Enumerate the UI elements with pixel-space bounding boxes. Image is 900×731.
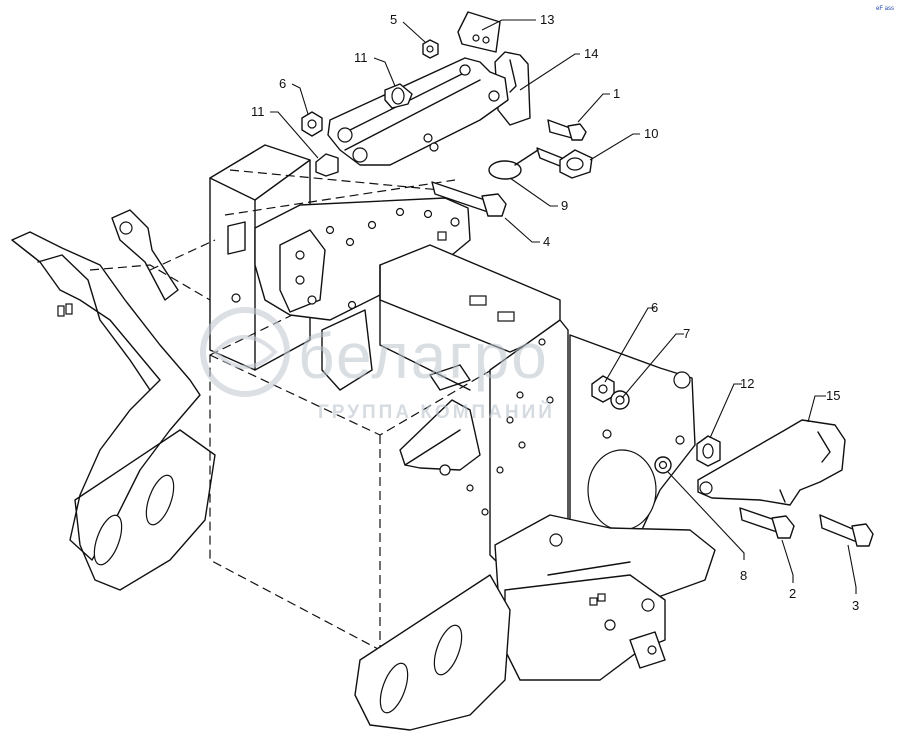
- callout-13: 13: [540, 12, 554, 27]
- callout-1: 1: [613, 86, 620, 101]
- callout-2: 2: [789, 586, 796, 601]
- watermark-brand: белагро: [298, 320, 549, 392]
- callout-10: 10: [644, 126, 658, 141]
- corner-mark: eF ass: [876, 6, 894, 12]
- watermark: белагро ГРУППА КОМПАНИЙ: [200, 307, 555, 423]
- callout-4: 4: [543, 234, 550, 249]
- callout-5: 5: [390, 12, 397, 27]
- part-14-hook: [494, 51, 531, 126]
- callout-14: 14: [584, 46, 598, 61]
- callout-9: 9: [561, 198, 568, 213]
- callout-11-upper: 11: [354, 50, 368, 65]
- part-11-lower-bushing: [315, 153, 339, 177]
- callout-6-lower: 6: [651, 300, 658, 315]
- part-13-shim: [457, 11, 501, 53]
- leader-lines: [270, 19, 857, 594]
- callout-7: 7: [683, 326, 690, 341]
- right-lower-flange: [354, 574, 511, 731]
- callout-15: 15: [826, 388, 840, 403]
- part-3-bolt: [819, 514, 858, 543]
- callout-12: 12: [740, 376, 754, 391]
- left-side-plate: [209, 144, 311, 371]
- callout-11-lower: 11: [251, 104, 265, 119]
- part-9-ring: [488, 160, 522, 180]
- upper-exploded-parts: [301, 11, 593, 217]
- right-exploded-parts: [591, 375, 874, 547]
- callout-6-upper: 6: [279, 76, 286, 91]
- callout-3: 3: [852, 598, 859, 613]
- watermark-tagline: ГРУППА КОМПАНИЙ: [318, 401, 555, 423]
- part-2-bolt: [739, 507, 778, 533]
- callout-labels: 5 13 11 14 6 1 11 10 9 4 6 7 12 15 8 2 3: [251, 12, 859, 613]
- callout-8: 8: [740, 568, 747, 583]
- main-frame: [11, 144, 716, 731]
- left-lower-flange: [74, 429, 216, 591]
- part-15-lever: [697, 419, 846, 506]
